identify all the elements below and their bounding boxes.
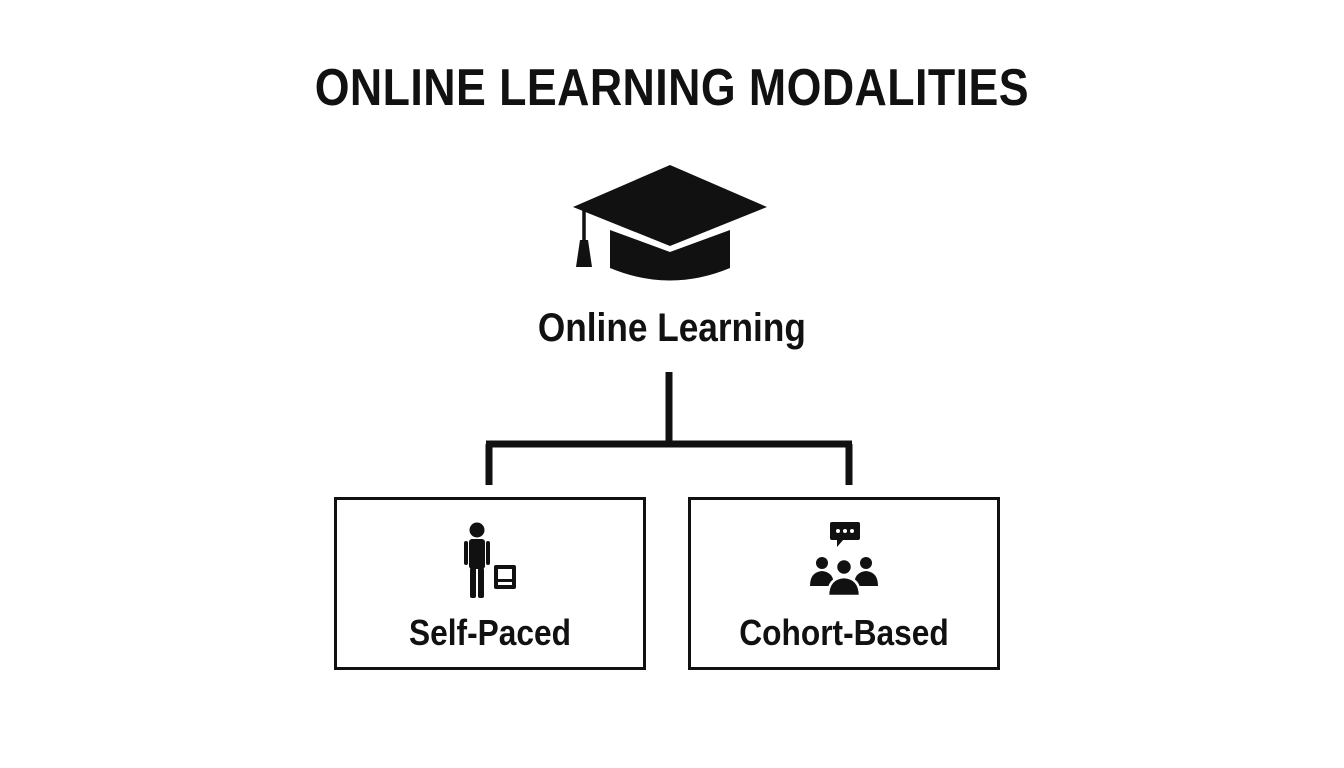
graduation-cap-icon [573,165,767,281]
diagram-title: ONLINE LEARNING MODALITIES [314,59,1030,117]
person-with-book-icon [464,522,516,598]
child-node-cohort-based: Cohort-Based [688,497,1000,670]
child-node-label: Cohort-Based [739,612,949,653]
root-node-label: Online Learning [537,306,806,350]
group-chat-icon [810,522,878,598]
child-node-label: Self-Paced [408,612,571,653]
child-node-self-paced: Self-Paced [334,497,646,670]
